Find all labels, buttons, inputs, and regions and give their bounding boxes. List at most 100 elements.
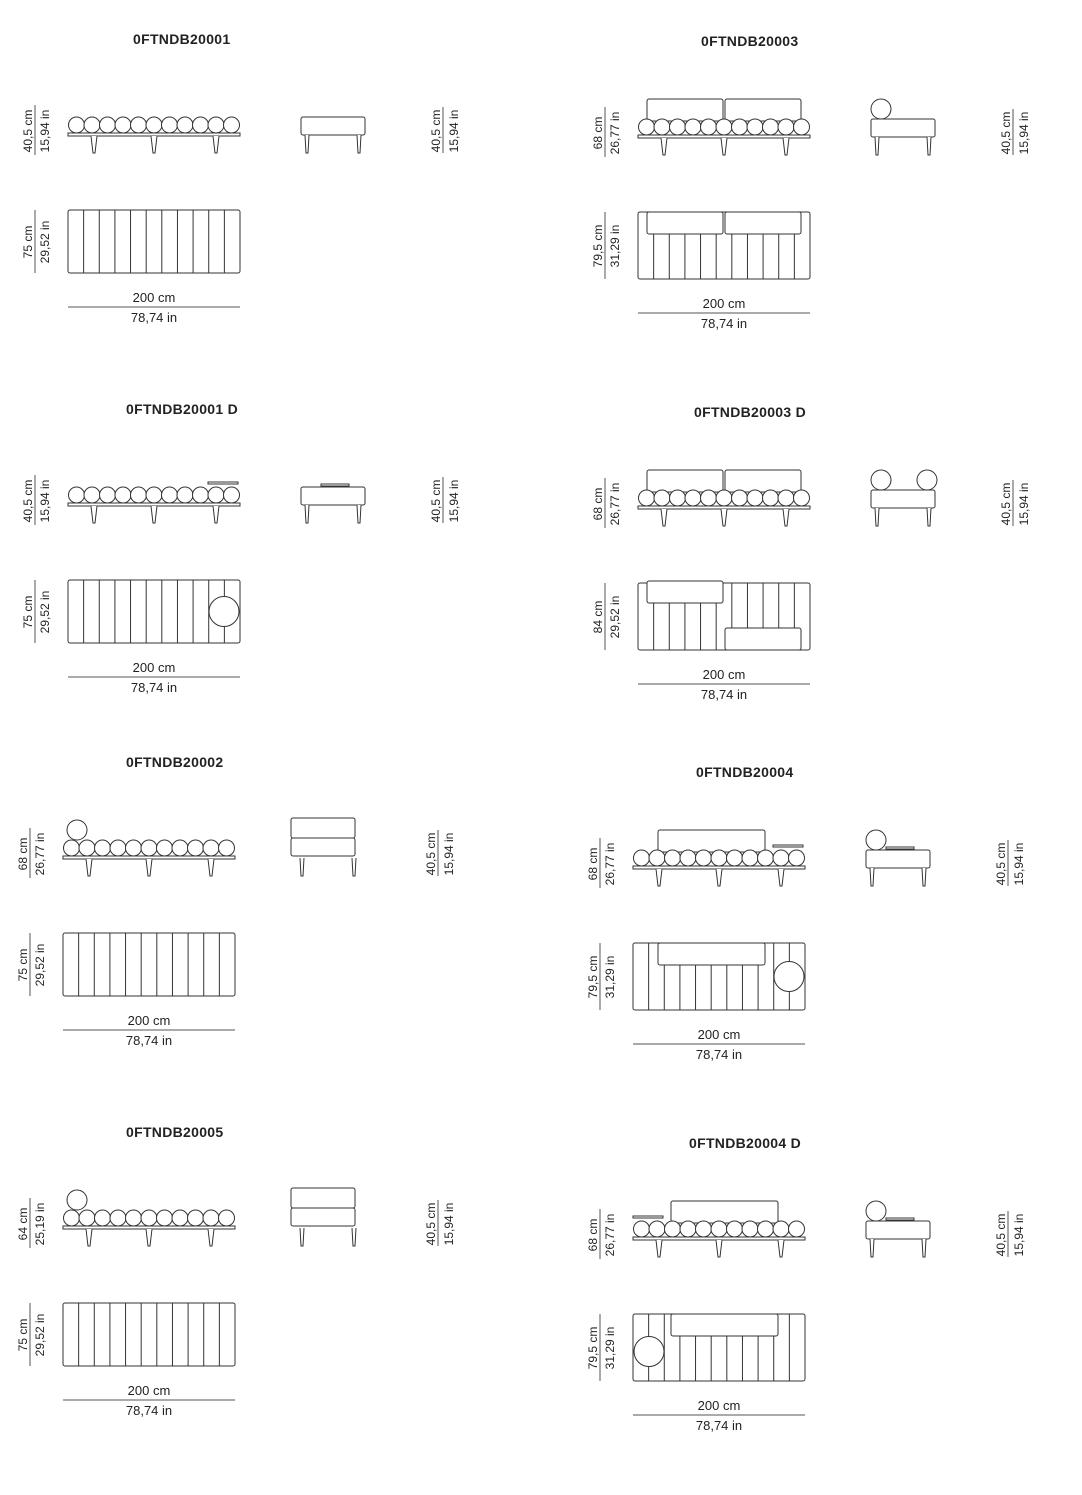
plan-view [637, 580, 811, 651]
roll-cushion [726, 849, 743, 867]
leg [212, 135, 220, 154]
side-table [207, 481, 239, 485]
plan-back [657, 942, 766, 966]
side-view [865, 1200, 931, 1258]
roll-cushion [130, 116, 147, 134]
roll-cushion [114, 116, 132, 134]
roll-cushion [125, 839, 142, 857]
leg [782, 137, 790, 156]
roll-cushion [715, 118, 733, 136]
side-seat [290, 837, 356, 857]
depth-in: 29,52 in [38, 220, 52, 263]
leg [304, 134, 310, 154]
side-bolster [916, 469, 938, 491]
roll-cushion [664, 1220, 681, 1238]
product-code: 0FTNDB20004 [696, 764, 794, 780]
depth-cm: 75 cm [16, 948, 30, 981]
base-rail [62, 1225, 236, 1230]
roll-cushion [99, 486, 116, 504]
leg [150, 135, 158, 154]
depth-cm: 75 cm [21, 225, 35, 258]
roll-cushion [140, 839, 158, 857]
front-view [632, 829, 806, 887]
roll-cushion [793, 118, 810, 136]
leg [660, 508, 668, 527]
roll-cushion [684, 489, 702, 507]
roll-cushion [715, 489, 733, 507]
depth-cm: 79,5 cm [586, 955, 600, 998]
product-code: 0FTNDB20002 [126, 754, 224, 770]
roll-cushion [638, 118, 655, 136]
front-height-cm: 64 cm [16, 1207, 30, 1241]
leg [356, 134, 362, 154]
leg [299, 857, 305, 877]
roll-cushion [63, 839, 80, 857]
bolster [66, 819, 88, 841]
front-height-cm: 40,5 cm [21, 109, 35, 153]
depth-cm: 79,5 cm [591, 224, 605, 267]
roll-cushion [746, 489, 764, 507]
product-code: 0FTNDB20003 D [694, 404, 807, 420]
front-height-cm: 68 cm [586, 847, 600, 881]
roll-cushion [63, 1209, 80, 1227]
depth-in: 29,52 in [608, 595, 622, 638]
side-seat [870, 118, 936, 138]
plan-back [724, 211, 802, 235]
side-height-cm: 40,5 cm [994, 842, 1008, 886]
roll-cushion [638, 489, 655, 507]
side-height-in: 15,94 in [1017, 482, 1031, 526]
leg [299, 1227, 305, 1247]
roll-cushion [156, 1209, 173, 1227]
width-cm: 200 cm [697, 1027, 741, 1042]
side-back [290, 817, 356, 839]
side-height-in: 15,94 in [442, 832, 456, 876]
roll-cushion [99, 116, 116, 134]
plan-view [632, 1313, 806, 1382]
back-cushion [724, 469, 802, 493]
leg [720, 137, 728, 156]
plan-back [670, 1313, 779, 1337]
side-height-cm: 40,5 cm [424, 832, 438, 876]
leg [145, 858, 153, 877]
width-cm: 200 cm [702, 296, 746, 311]
drawing [29, 817, 439, 1031]
product-code: 0FTNDB20004 D [689, 1135, 802, 1151]
roll-cushion [218, 1209, 235, 1227]
width-cm: 200 cm [697, 1398, 741, 1413]
plan-outline [67, 579, 241, 644]
plan-table [773, 961, 805, 992]
front-height-cm: 68 cm [591, 116, 605, 150]
side-bolster [870, 98, 892, 120]
base-rail [637, 134, 811, 139]
depth-cm: 75 cm [21, 595, 35, 628]
width-in: 78,74 in [695, 1418, 743, 1433]
plan-view [62, 932, 236, 997]
width-cm: 200 cm [702, 667, 746, 682]
leg [715, 1239, 723, 1258]
roll-cushion [710, 849, 728, 867]
roll-cushion [218, 839, 235, 857]
roll-cushion [171, 839, 189, 857]
roll-cushion [669, 118, 686, 136]
side-bolster [865, 829, 887, 851]
roll-cushion [109, 839, 127, 857]
roll-cushion [156, 839, 173, 857]
front-height-in: 15,94 in [38, 109, 52, 153]
plan-view [637, 211, 811, 280]
front-height-in: 26,77 in [608, 482, 622, 526]
drawing [34, 105, 444, 308]
leg [660, 137, 668, 156]
roll-cushion [187, 1209, 204, 1227]
leg [150, 505, 158, 524]
leg [207, 858, 215, 877]
roll-cushion [161, 116, 178, 134]
roll-cushion [223, 486, 240, 504]
roll-cushion [664, 849, 681, 867]
roll-cushion [633, 1220, 650, 1238]
drawing [29, 1187, 439, 1401]
roll-cushion [731, 118, 748, 136]
plan-view [62, 1302, 236, 1367]
width-in: 78,74 in [695, 1047, 743, 1062]
front-height-cm: 68 cm [16, 837, 30, 871]
